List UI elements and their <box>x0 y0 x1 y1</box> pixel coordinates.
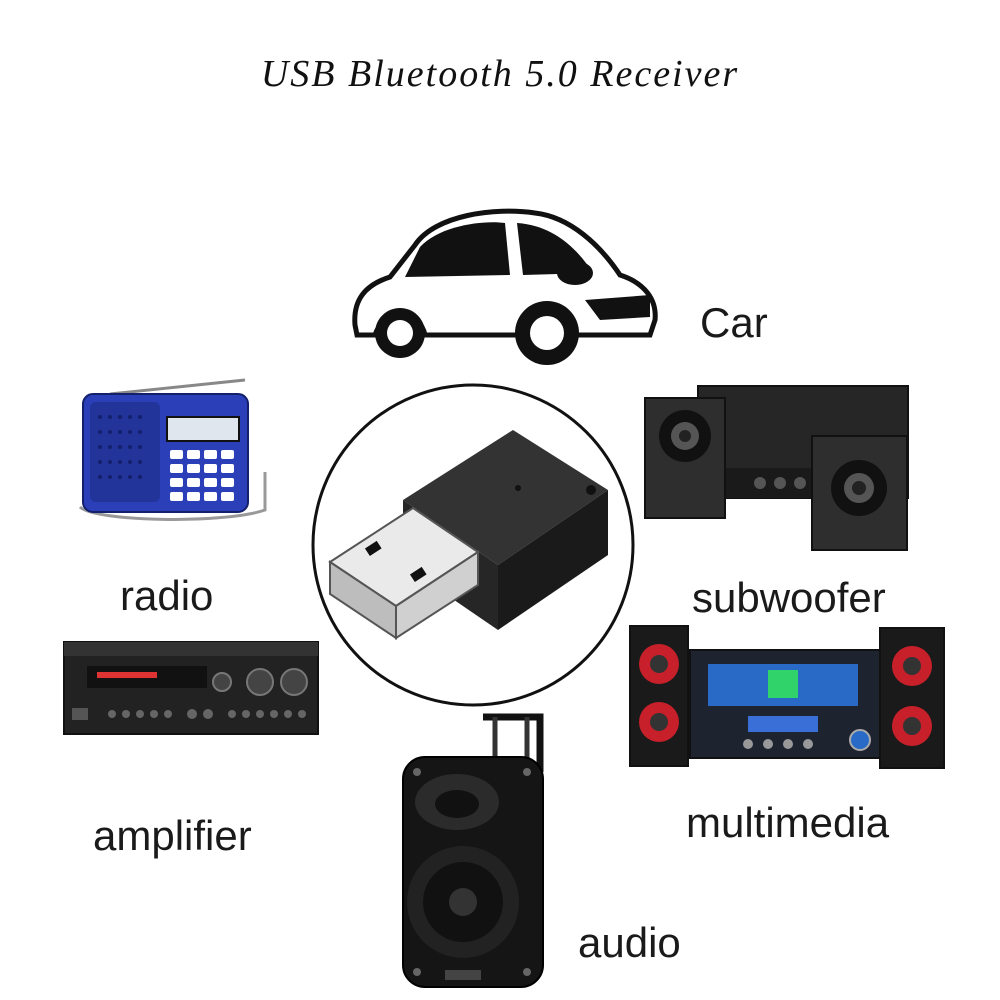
radio-illustration <box>78 378 267 521</box>
subwoofer-illustration <box>644 385 909 551</box>
usb-receiver-illustration <box>311 383 635 707</box>
page-title: USB Bluetooth 5.0 Receiver <box>260 53 740 95</box>
audio-label: audio <box>578 919 681 966</box>
multimedia-label: multimedia <box>686 799 890 846</box>
car-label: Car <box>700 299 768 346</box>
car-illustration <box>352 208 658 365</box>
multimedia-illustration <box>629 625 945 769</box>
audio-speaker-illustration <box>402 713 544 988</box>
amplifier-illustration <box>63 641 319 735</box>
radio-label: radio <box>120 572 214 619</box>
amplifier-label: amplifier <box>93 812 252 859</box>
subwoofer-label: subwoofer <box>692 574 886 621</box>
